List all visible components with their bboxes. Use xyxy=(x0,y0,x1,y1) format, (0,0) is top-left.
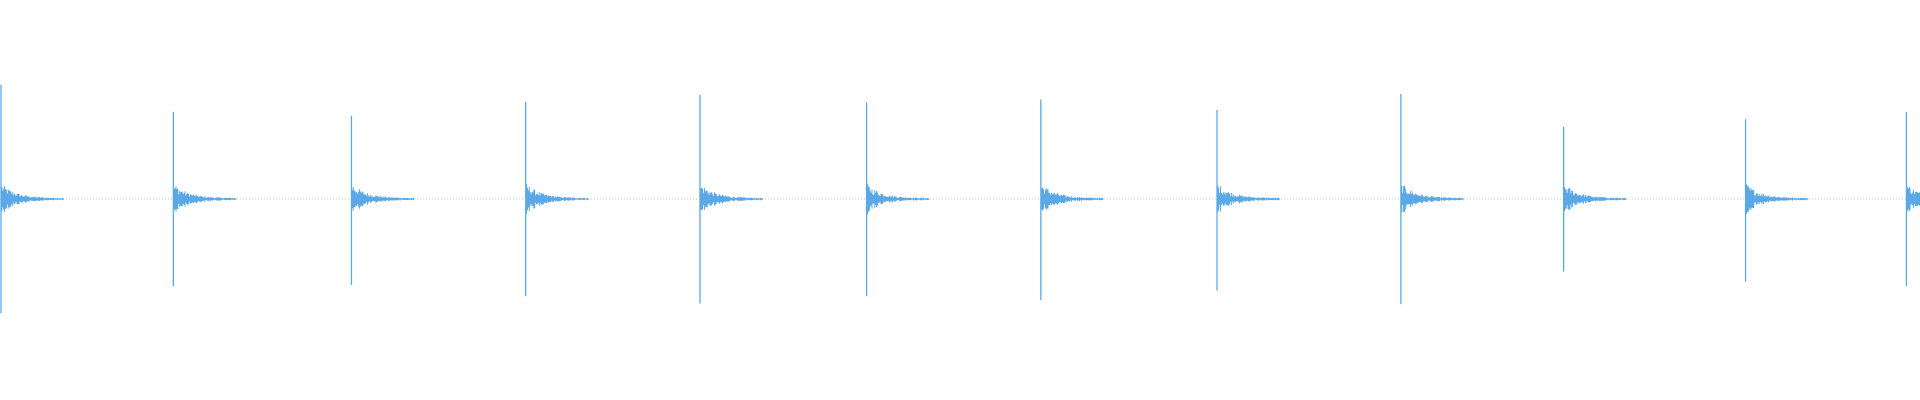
transient-decay xyxy=(1,185,64,213)
transient-decay xyxy=(173,186,236,212)
transient-decay xyxy=(1217,185,1280,213)
transient-decay xyxy=(867,183,930,215)
transient-decay xyxy=(1041,187,1104,211)
transient-decay xyxy=(1401,185,1464,213)
transient-decay xyxy=(351,187,414,211)
transient-decay xyxy=(1564,186,1627,212)
transient-decay xyxy=(526,184,589,214)
transient-decay xyxy=(1746,184,1809,214)
waveform-trace xyxy=(0,84,1920,314)
transient-decay xyxy=(1906,186,1920,212)
transient-decay xyxy=(700,187,763,211)
